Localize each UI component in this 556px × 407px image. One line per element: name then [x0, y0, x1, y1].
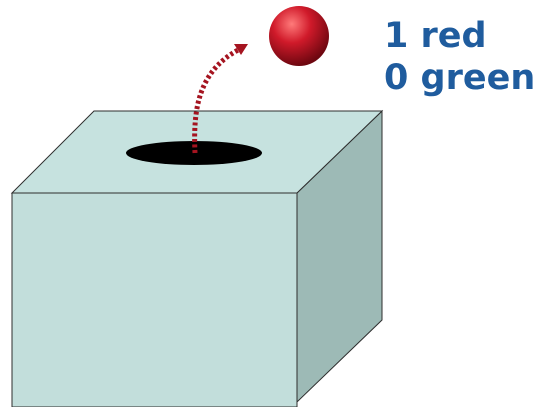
box	[10, 109, 384, 407]
dotted-arrow	[192, 44, 248, 154]
red-count-label: 1 red	[384, 16, 487, 56]
box-front-face	[11, 192, 298, 407]
arrow-head	[234, 44, 248, 55]
red-ball-icon	[269, 6, 329, 66]
green-count-label: 0 green	[384, 58, 536, 98]
